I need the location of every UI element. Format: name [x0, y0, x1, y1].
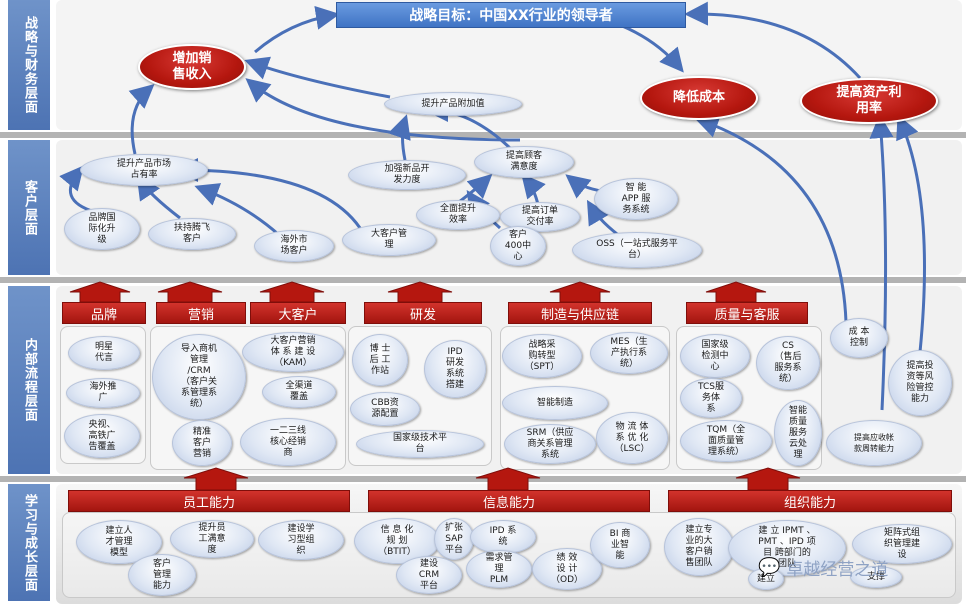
kam-item: 大客户营销 体 系 建 设 （KAM）	[242, 332, 344, 372]
support-item: 支撑	[850, 566, 902, 588]
chat-bubble-icon: 💬	[758, 556, 781, 578]
key-account-header: 大客户	[250, 302, 346, 324]
improve-roa-objective: 提高资产利 用率	[800, 78, 938, 124]
oss-node: OSS（一站式服务平 台）	[572, 232, 702, 268]
od-item: 绩 效 设 计 （OD）	[532, 548, 602, 590]
receivable-node: 提高应收帐 款周转能力	[826, 420, 922, 466]
lsc-item: 物 流 体 系 优 化 （LSC）	[596, 412, 668, 464]
watermark-text: 卓越经营之道	[786, 559, 889, 580]
key-team-item: 建立专 业的大 客户销 售团队	[664, 518, 734, 576]
overseas-node: 海外市 场客户	[254, 230, 334, 262]
bi-item: BI 商 业智 能	[590, 522, 650, 568]
quality-header: 质量与客服	[686, 302, 808, 324]
crm-item: 导入商机 管理 /CRM （客户关 系管理系 统）	[152, 334, 246, 420]
ipd-system-item: IPD 系 统	[470, 520, 536, 554]
brand-item: 央视、 高铁广 告覆盖	[64, 414, 140, 458]
layer-label-customer: 客户层面	[8, 140, 50, 275]
new-product-node: 加强新品开 发力度	[348, 160, 466, 190]
layer-label-learning: 学习与成长层面	[8, 484, 50, 601]
cust-mgmt-item: 客户 管理 能力	[128, 554, 196, 596]
plm-item: 需求管 理 PLM	[466, 550, 532, 588]
brand-header: 品牌	[62, 302, 146, 324]
staff-capability-bar: 员工能力	[68, 490, 350, 512]
rnd-header: 研发	[364, 302, 482, 324]
support-takeoff-node: 扶持腾飞 客户	[148, 218, 236, 250]
hotline-node: 客户 400中 心	[490, 226, 546, 266]
strategy-goal: 战略目标：中国XX行业的领导者	[336, 2, 686, 28]
national-lab-item: 国家级技术平 台	[356, 430, 484, 458]
ipmt-item: 建 立 IPMT 、 PMT 、IPD 项 目 跨部门的 团队	[728, 520, 846, 576]
ipd-item: IPD 研发 系统 搭建	[424, 340, 486, 398]
smart-cloud-item: 智能 质量 服务 云处 理	[774, 400, 822, 466]
staff-satisfaction-item: 提升员 工满意 度	[170, 520, 254, 558]
reduce-cost-objective: 降低成本	[640, 76, 758, 120]
invest-risk-node: 提高投 资等风 险管控 能力	[888, 350, 952, 416]
brand-intl-node: 品牌国 际化升 级	[64, 208, 140, 250]
supply-header: 制造与供应链	[508, 302, 652, 324]
channel-item: 全渠道 覆盖	[262, 376, 336, 408]
crm-platform-item: 建设 CRM 平台	[396, 556, 462, 594]
tqm-item: TQM（全 面质量管 理系统）	[680, 420, 772, 462]
org-capability-bar: 组织能力	[668, 490, 952, 512]
brand-item: 海外推 广	[66, 378, 140, 408]
cs-item: CS （售后 服务系 统）	[756, 336, 820, 390]
cbb-item: CBB资 源配置	[350, 392, 420, 426]
srm-item: SRM（供应 商关系管理 系统	[504, 424, 596, 464]
national-center-item: 国家级 检测中 心	[680, 334, 750, 378]
layer-label-strategy: 战略与财务层面	[8, 0, 50, 130]
marketing-header: 营销	[156, 302, 246, 324]
brand-item: 明星 代言	[68, 336, 140, 370]
separator	[0, 132, 966, 138]
satisfaction-node: 提高顾客 满意度	[474, 146, 574, 178]
tier-dealer-item: 一二三线 核心经销 商	[240, 418, 336, 466]
mes-item: MES（生 产执行系 统）	[590, 332, 668, 374]
add-value-node: 提升产品附加值	[384, 92, 522, 116]
spt-item: 战略采 购转型 （SPT）	[502, 334, 582, 378]
org-build-item: 建立	[748, 568, 784, 590]
watermark: 💬 卓越经营之道	[758, 552, 948, 582]
increase-revenue-objective: 增加销 售收入	[138, 44, 246, 90]
sap-item: 扩张 SAP 平台	[434, 518, 474, 560]
efficiency-node: 全面提升 效率	[416, 200, 500, 230]
learning-org-item: 建设学 习型组 织	[258, 520, 344, 560]
tcs-item: TCS服 务体 系	[680, 378, 742, 418]
matrix-org-item: 矩阵式组 织管理建 设	[852, 524, 952, 564]
market-share-node: 提升产品市场 占有率	[80, 154, 208, 186]
separator	[0, 277, 966, 283]
app-node: 智 能 APP 服 务系统	[594, 178, 678, 220]
info-capability-bar: 信息能力	[368, 490, 650, 512]
btit-item: 信 息 化 规 划 （BTIT）	[354, 518, 440, 564]
smart-manufacturing-item: 智能制造	[502, 386, 608, 420]
precise-marketing-item: 精准 客户 营销	[172, 420, 232, 466]
postdoc-item: 博 士 后 工 作站	[352, 334, 408, 386]
separator	[0, 476, 966, 482]
key-account-node: 大客户管 理	[342, 224, 436, 256]
order-rate-node: 提高订单 交付率	[500, 202, 580, 232]
cost-control-node: 成 本 控制	[830, 318, 888, 358]
layer-label-process: 内部流程层面	[8, 286, 50, 474]
